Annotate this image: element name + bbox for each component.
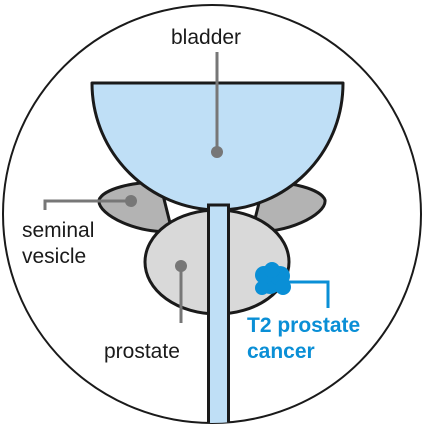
bladder-pointer-dot: [211, 146, 223, 158]
cancer-label: T2 prostate cancer: [247, 313, 360, 365]
urethra: [209, 205, 229, 429]
prostate-label: prostate: [104, 340, 180, 364]
seminal-vesicle-label-line1: seminal: [22, 218, 94, 244]
prostate-pointer-dot: [175, 260, 187, 272]
seminal-vesicle-pointer-dot: [125, 195, 137, 207]
bladder-label: bladder: [171, 26, 241, 50]
seminal-vesicle-label-line2: vesicle: [22, 244, 94, 270]
seminal-vesicle-label: seminal vesicle: [22, 218, 94, 270]
cancer-label-line1: T2 prostate: [247, 313, 360, 339]
cancer-label-line2: cancer: [247, 339, 360, 365]
